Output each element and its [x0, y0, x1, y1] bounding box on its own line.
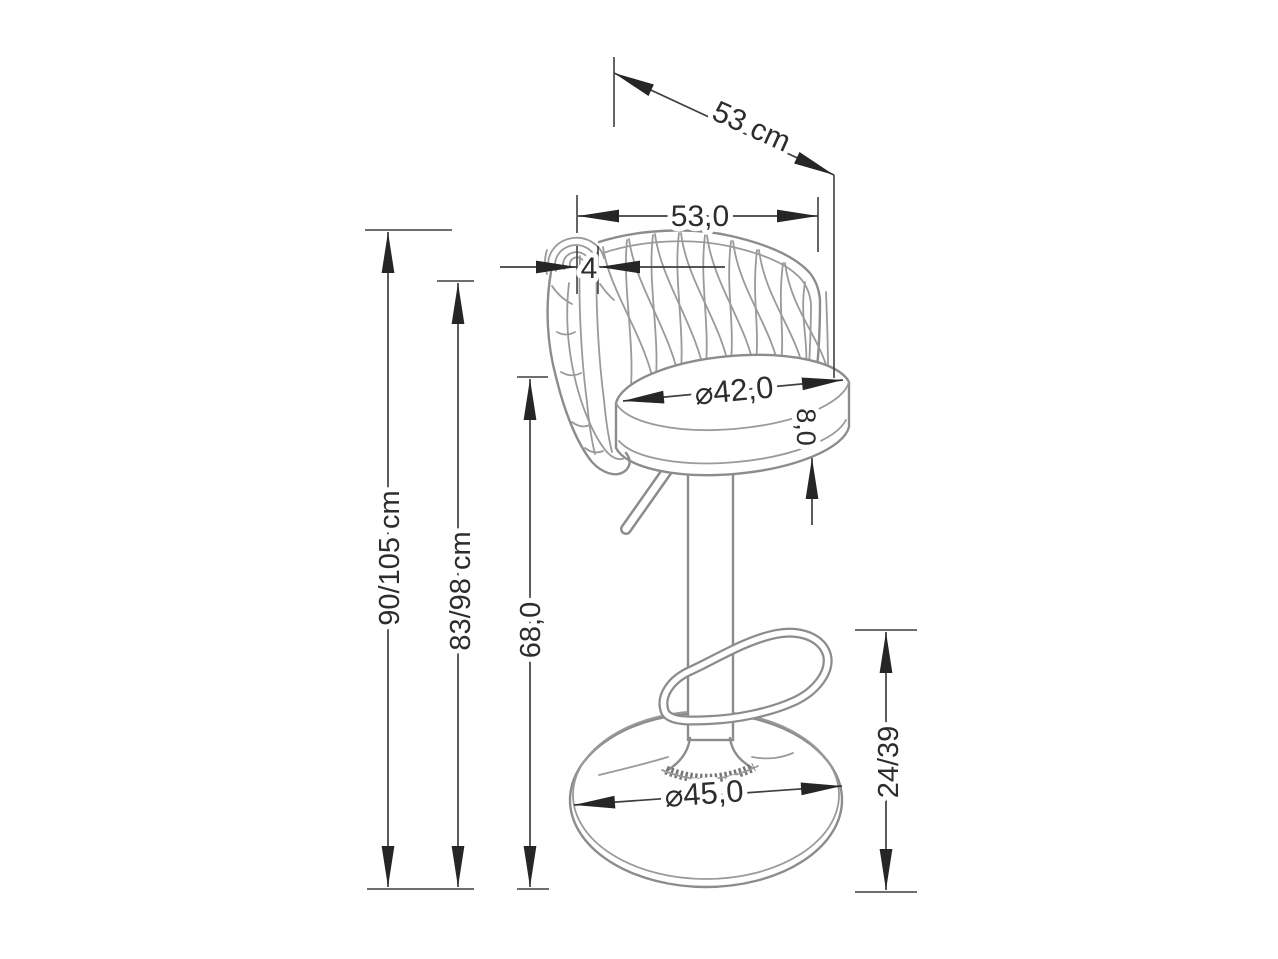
dim-label-overall-height: 90/105 cm [374, 490, 406, 625]
backrest-left-tube-a [578, 255, 596, 455]
extension-ticks [365, 57, 917, 893]
collar-left-edge [666, 736, 692, 772]
backrest-right-tube [825, 291, 829, 369]
left-band-inner [566, 282, 626, 461]
dim-label-seat-thickness: 8,0 [791, 408, 821, 446]
pedestal-column [686, 444, 735, 742]
collar-skirt-right [751, 752, 794, 760]
dim-line-seat-depth [613, 72, 835, 176]
footrest-ring [658, 627, 833, 726]
dim-label-base-diameter: ⌀45,0 [663, 773, 744, 814]
left-band-folds [556, 331, 604, 454]
dim-label-backrest-width: 53,0 [671, 200, 729, 233]
collar-under-edge [661, 765, 759, 780]
dim-label-seat-height: 68,0 [515, 602, 547, 658]
dim-label-seat-diameter: ⌀42,0 [693, 369, 775, 411]
dim-line-seat-diameter [622, 377, 844, 404]
backrest-left-tube-b [595, 252, 613, 453]
collar-skirt-left [598, 756, 669, 776]
dim-label-backrest-tube: 4 [581, 252, 598, 285]
dim-label-seat-depth: 53 cm [707, 95, 795, 159]
dim-label-footrest-height: 24/39 [873, 726, 905, 799]
collar-right-edge [728, 736, 754, 770]
dim-line-base-diameter [573, 782, 843, 809]
backrest-top-edge-outer [597, 229, 822, 370]
dimension-annotations: 53 cm 53,0 4 ⌀42,0 8,0 90/105 cm 83/98 c… [365, 57, 917, 893]
base-collar [598, 736, 794, 783]
seat-bottom-seam [618, 419, 847, 465]
dim-label-backrest-top-height: 83/98 cm [445, 531, 477, 650]
backrest-top-edge-inner [602, 240, 812, 368]
footrest-tube-inner [660, 629, 831, 724]
left-band-outer [546, 270, 631, 476]
